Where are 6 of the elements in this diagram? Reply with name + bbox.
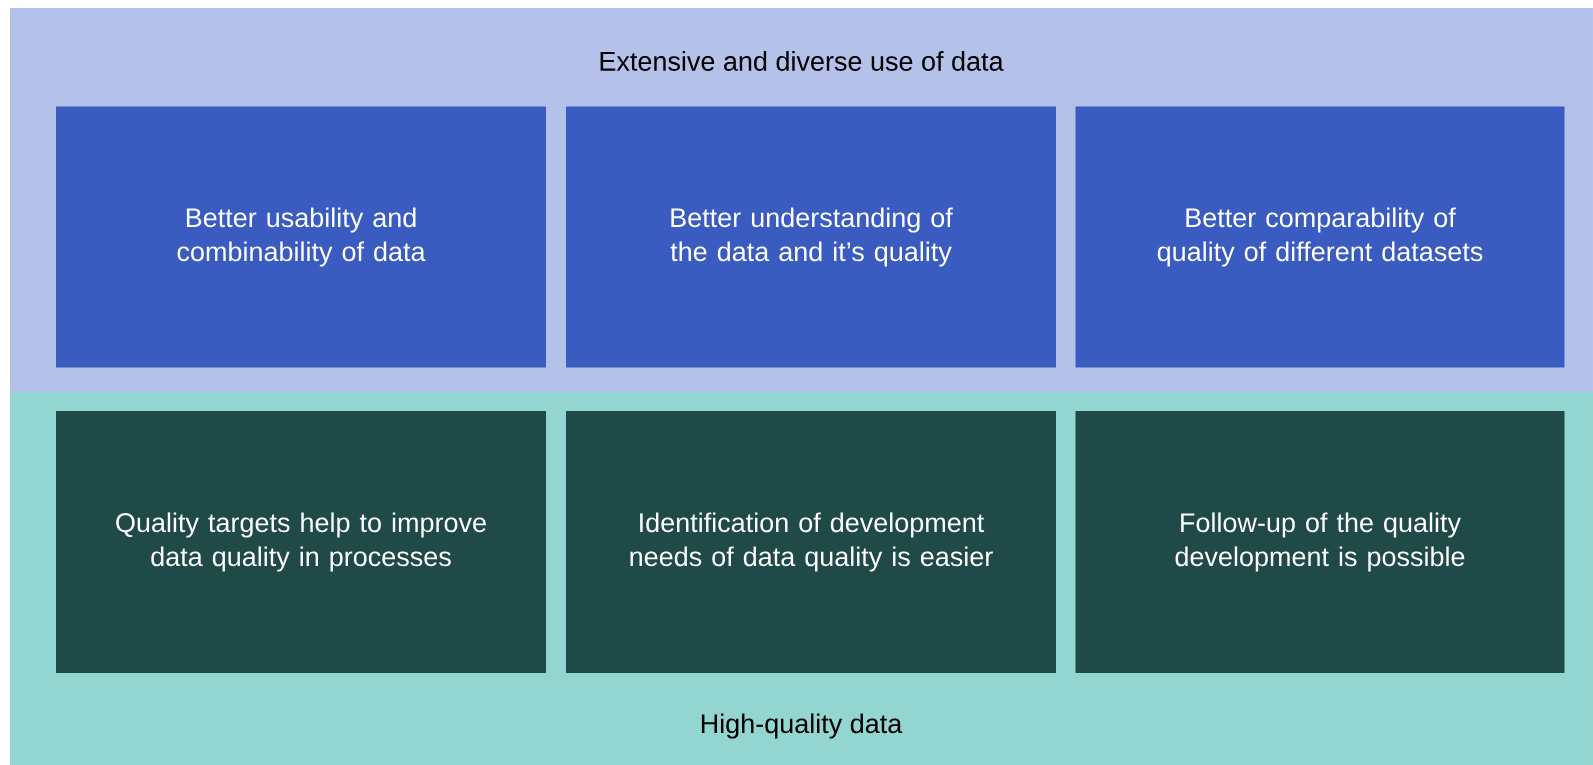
- text-box: Better usability and combinability of data: [56, 106, 546, 368]
- text-box: Follow-up of the quality development is possible: [1075, 411, 1565, 673]
- text-box: Identification of development needs of data quality is easier: [566, 411, 1056, 673]
- text-box: Quality targets help to improve data quality in processes: [56, 411, 546, 673]
- text-box: Better comparability of quality of different datasets: [1075, 106, 1565, 368]
- text-box: Better understanding of the data and it’s quality: [566, 106, 1056, 368]
